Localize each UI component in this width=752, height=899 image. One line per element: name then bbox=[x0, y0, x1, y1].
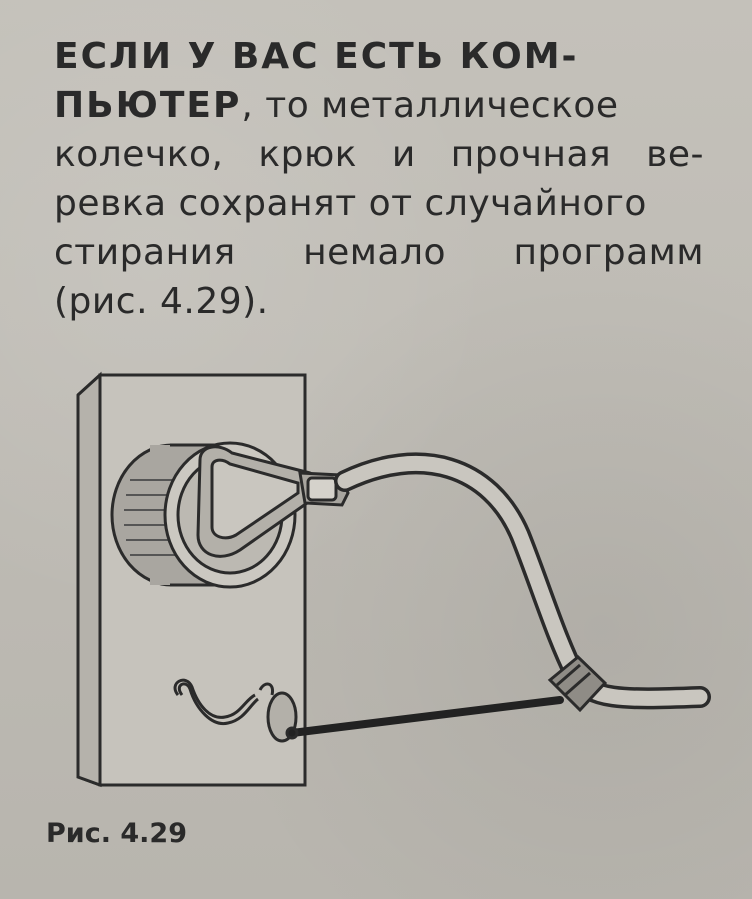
hook bbox=[173, 678, 299, 743]
text-line-4: ревка сохранят от случайного bbox=[54, 183, 647, 224]
word: колечко, bbox=[54, 134, 224, 175]
rope-knot bbox=[547, 654, 608, 713]
word: прочная bbox=[450, 134, 612, 175]
text-line-3: колечко, крюк и прочная ве- bbox=[54, 130, 704, 179]
text-line-2-caps: ПЬЮТЕР bbox=[54, 85, 242, 126]
word: немало bbox=[303, 232, 447, 273]
word: и bbox=[391, 134, 416, 175]
rope bbox=[288, 696, 564, 737]
word: программ bbox=[513, 232, 704, 273]
text-line-2-rest: , то металлическое bbox=[241, 85, 619, 126]
text-line-5: стирания немало программ bbox=[54, 228, 704, 277]
cable bbox=[334, 452, 711, 710]
body-paragraph: ЕСЛИ У ВАС ЕСТЬ КОМ- ПЬЮТЕР, то металлич… bbox=[54, 32, 704, 326]
figure-caption: Рис. 4.29 bbox=[46, 818, 187, 849]
text-line-1: ЕСЛИ У ВАС ЕСТЬ КОМ- bbox=[54, 36, 579, 77]
illustration-figure bbox=[60, 365, 720, 795]
text-line-2: ПЬЮТЕР, то металлическое bbox=[54, 81, 704, 130]
socket-plug-illustration bbox=[76, 371, 711, 788]
word: стирания bbox=[54, 232, 236, 273]
word: крюк bbox=[258, 134, 357, 175]
plug bbox=[196, 445, 350, 558]
word: ве- bbox=[646, 134, 704, 175]
text-line-6: (рис. 4.29). bbox=[54, 281, 269, 322]
